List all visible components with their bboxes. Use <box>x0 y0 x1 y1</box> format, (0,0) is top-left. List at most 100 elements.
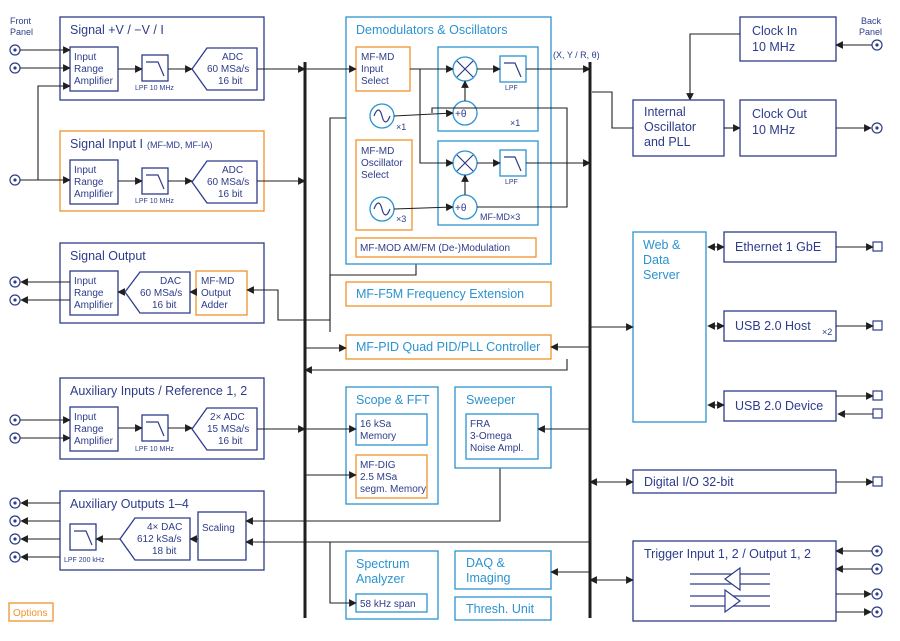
usb-host-label: USB 2.0 Host <box>735 319 811 333</box>
usb-device-block <box>723 390 837 422</box>
svg-text:Analyzer: Analyzer <box>356 572 405 586</box>
svg-text:MF-MD×3: MF-MD×3 <box>480 212 520 222</box>
internal-osc-label-2: Oscillator <box>644 120 696 134</box>
svg-text:LPF 200 kHz: LPF 200 kHz <box>64 557 105 564</box>
front-port-11 <box>9 551 21 563</box>
svg-text:Scaling: Scaling <box>202 523 235 534</box>
svg-text:×1: ×1 <box>510 118 520 128</box>
ethernet-label: Ethernet 1 GbE <box>735 240 821 254</box>
back-port-trig-3 <box>871 588 883 600</box>
svg-text:+θ: +θ <box>455 109 467 120</box>
svg-text:Range: Range <box>74 177 104 188</box>
web-server-label: Web & <box>643 238 681 252</box>
front-port-4 <box>9 276 21 288</box>
scope-fft-block: Scope & FFT 16 kSa Memory MF-DIG 2.5 MSa… <box>345 386 439 505</box>
usb-device-label: USB 2.0 Device <box>735 399 823 413</box>
svg-text:Adder: Adder <box>201 300 228 311</box>
svg-text:MF-MD: MF-MD <box>201 276 234 287</box>
svg-text:Range: Range <box>74 288 104 299</box>
svg-text:16 bit: 16 bit <box>152 300 177 311</box>
svg-text:Select: Select <box>361 76 389 87</box>
svg-text:×3: ×3 <box>396 214 406 224</box>
back-port-usb-host <box>872 320 883 331</box>
back-panel-label: Back <box>861 16 882 26</box>
svg-text:MF-MOD AM/FM (De-)Modulation: MF-MOD AM/FM (De-)Modulation <box>360 243 510 254</box>
svg-text:Input: Input <box>361 64 383 75</box>
signal-output-block: Signal Output Input Range Amplifier DAC … <box>59 242 265 324</box>
internal-osc-block <box>632 99 725 157</box>
svg-text:60 MSa/s: 60 MSa/s <box>207 177 249 188</box>
internal-osc-label: Internal <box>644 105 686 119</box>
clock-in-label-2: 10 MHz <box>752 40 795 54</box>
svg-text:Input: Input <box>74 52 96 63</box>
signal-i-block: Signal Input I(MF-MD, MF-IA) Input Range… <box>59 130 265 212</box>
front-port-9 <box>9 515 21 527</box>
ethernet-block <box>723 231 837 263</box>
signal-vi-block: Signal +V / −V / I Input Range Amplifier… <box>59 16 265 101</box>
svg-text:MF-MD: MF-MD <box>361 52 394 63</box>
aux-outputs-block: Auxiliary Outputs 1–4 LPF 200 kHz 4× DAC… <box>59 490 265 571</box>
front-port-5 <box>9 294 21 306</box>
svg-text:Amplifier: Amplifier <box>74 76 114 87</box>
mf-f5m-label: MF-F5M Frequency Extension <box>356 287 524 301</box>
back-port-clock-out <box>871 122 883 134</box>
back-port-digital-io <box>872 476 883 487</box>
svg-text:60 MSa/s: 60 MSa/s <box>207 64 249 75</box>
svg-text:LPF: LPF <box>505 85 518 92</box>
svg-text:LPF 10 MHz: LPF 10 MHz <box>135 198 174 205</box>
back-port-trig-1 <box>871 545 883 557</box>
spectrum-block: Spectrum Analyzer 58 kHz span <box>345 550 439 620</box>
mf-f5m-block <box>345 281 552 307</box>
digital-io-label: Digital I/O 32-bit <box>644 475 734 489</box>
front-port-6 <box>9 414 21 426</box>
web-server-label-3: Server <box>643 268 680 282</box>
svg-text:Signal +V / −V / I: Signal +V / −V / I <box>70 23 164 37</box>
back-port-usb-device-1 <box>872 390 883 401</box>
front-port-1 <box>9 44 21 56</box>
back-port-trig-4 <box>871 606 883 618</box>
svg-text:Amplifier: Amplifier <box>74 436 114 447</box>
demod-output-label: (X, Y / R, θ) <box>553 50 600 60</box>
svg-text:LPF 10 MHz: LPF 10 MHz <box>135 446 174 453</box>
svg-text:Spectrum: Spectrum <box>356 557 410 571</box>
svg-text:+θ: +θ <box>455 203 467 214</box>
svg-text:DAC: DAC <box>160 276 181 287</box>
svg-text:16 kSa: 16 kSa <box>360 419 392 430</box>
svg-text:ADC: ADC <box>222 52 243 63</box>
svg-text:15 MSa/s: 15 MSa/s <box>207 424 249 435</box>
options-legend-label: Options <box>13 608 47 619</box>
svg-text:Scope & FFT: Scope & FFT <box>356 393 430 407</box>
options-legend <box>8 602 54 622</box>
svg-text:Imaging: Imaging <box>466 571 511 585</box>
svg-text:Auxiliary Outputs 1–4: Auxiliary Outputs 1–4 <box>70 497 189 511</box>
svg-text:2× ADC: 2× ADC <box>210 412 245 423</box>
front-panel-label-2: Panel <box>10 27 33 37</box>
svg-text:Amplifier: Amplifier <box>74 189 114 200</box>
svg-text:60 MSa/s: 60 MSa/s <box>140 288 182 299</box>
svg-text:Noise Ampl.: Noise Ampl. <box>470 443 523 454</box>
svg-text:Select: Select <box>361 170 389 181</box>
svg-text:2.5 MSa: 2.5 MSa <box>360 472 398 483</box>
back-port-ethernet <box>872 241 883 252</box>
svg-text:Memory: Memory <box>360 431 396 442</box>
svg-text:×1: ×1 <box>396 122 406 132</box>
usb-host-block <box>723 310 837 342</box>
svg-text:Range: Range <box>74 64 104 75</box>
back-port-clock-in <box>871 39 883 51</box>
svg-text:Output: Output <box>201 288 231 299</box>
mf-pid-block <box>345 334 552 360</box>
svg-text:18 bit: 18 bit <box>152 546 177 557</box>
svg-text:LPF 10 MHz: LPF 10 MHz <box>135 85 174 92</box>
svg-text:Oscillator: Oscillator <box>361 158 403 169</box>
svg-text:Amplifier: Amplifier <box>74 300 114 311</box>
front-panel-label: Front <box>10 16 32 26</box>
front-port-7 <box>9 432 21 444</box>
internal-osc-label-3: and PLL <box>644 135 691 149</box>
demod-osc-block: Demodulators & Oscillators MF-MD Input S… <box>345 16 552 265</box>
usb-host-multiplier: ×2 <box>822 327 832 337</box>
clock-out-block <box>739 99 837 157</box>
thresh-block <box>454 596 552 621</box>
web-server-block <box>632 231 707 423</box>
clock-out-label: Clock Out <box>752 107 807 121</box>
